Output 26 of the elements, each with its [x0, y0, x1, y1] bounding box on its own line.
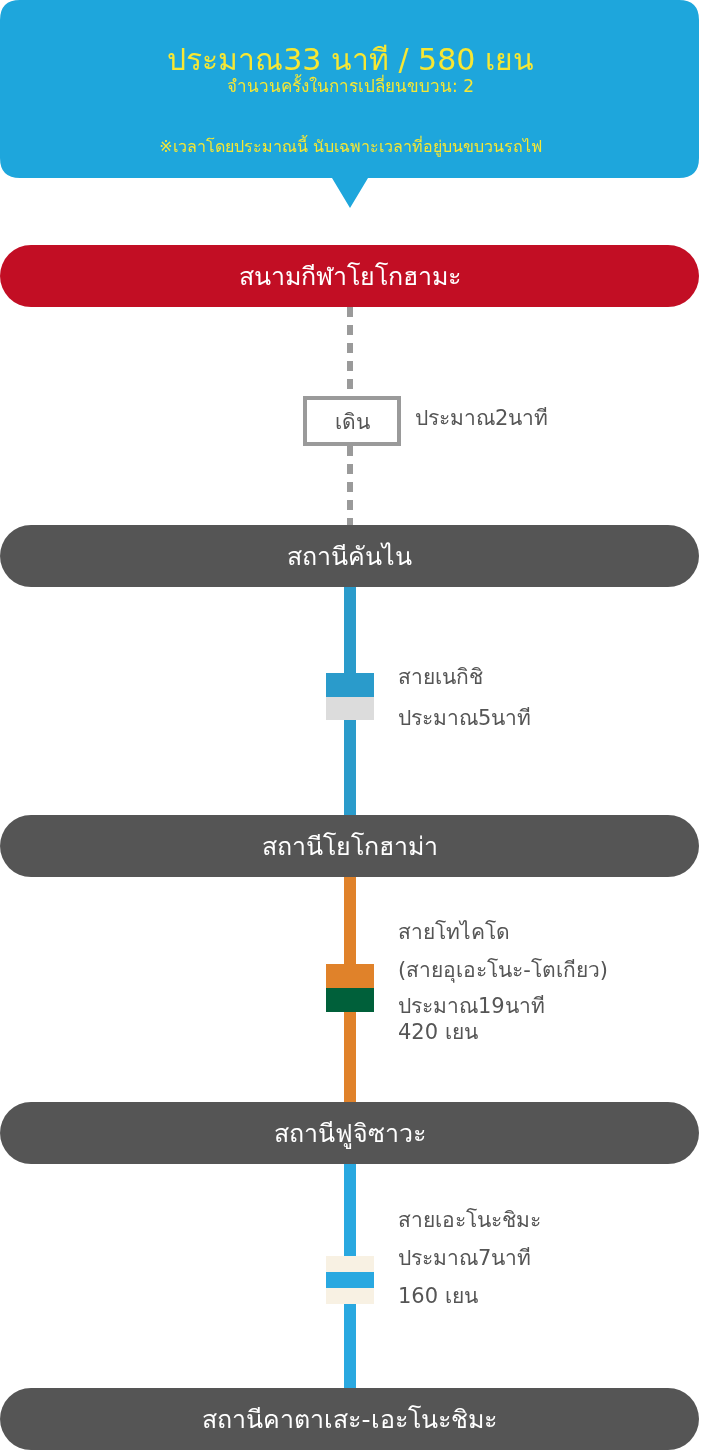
route-info-text: ประมาณ2นาที — [415, 406, 549, 432]
station-bar: สถานีฟูจิซาวะ — [0, 1102, 699, 1164]
route-line — [347, 446, 353, 525]
walk-box: เดิน — [303, 396, 401, 446]
route-info-text: (สายอุเอะโนะ-โตเกียว) — [398, 958, 608, 984]
route-info-text: ประมาณ7นาที — [398, 1246, 532, 1272]
footnote-text: ※เวลาโดยประมาณนี้ นับเฉพาะเวลาที่อยู่บนขบวนรถไฟ — [158, 134, 543, 159]
route-info-text: สายเนกิชิ — [398, 665, 483, 691]
speech-bubble — [0, 0, 701, 210]
route-info-text: สายเอะโนะชิมะ — [398, 1208, 541, 1234]
route-line — [344, 1164, 356, 1256]
route-line — [344, 587, 356, 673]
transfer-count-text: จำนวนครั้งในการเปลี่ยนขบวน: 2 — [226, 73, 475, 98]
route-line — [344, 1012, 356, 1102]
station-bar: สถานีโยโกฮาม่า — [0, 815, 699, 877]
route-info-text: 160 เยน — [398, 1284, 478, 1310]
station-bar: สนามกีฬาโยโกฮามะ — [0, 245, 699, 307]
route-line — [344, 877, 356, 964]
route-info-text: 420 เยน — [398, 1020, 478, 1046]
station-bar: สถานีคันไน — [0, 525, 699, 587]
route-info-text: ประมาณ5นาที — [398, 706, 532, 732]
station-bar: สถานีคาตาเสะ-เอะโนะชิมะ — [0, 1388, 699, 1450]
route-line — [344, 720, 356, 815]
route-info-text: ประมาณ19นาที — [398, 994, 545, 1020]
route-info-text: สายโทไคโด — [398, 920, 510, 946]
route-line — [344, 1304, 356, 1388]
